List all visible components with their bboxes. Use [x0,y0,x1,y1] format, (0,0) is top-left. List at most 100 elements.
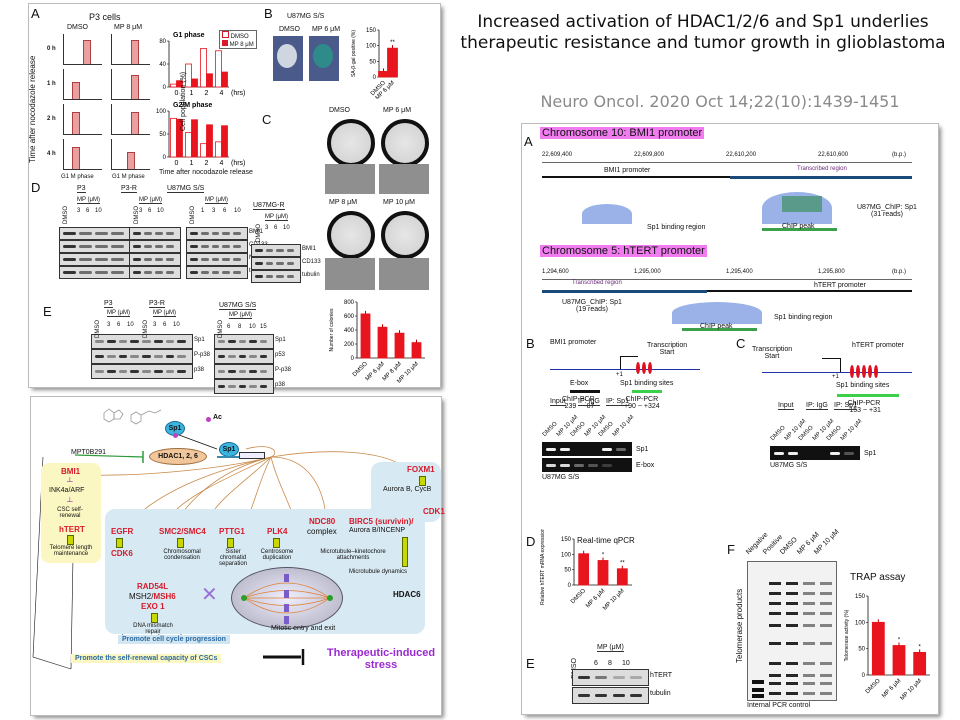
marker-label: tubulin [302,272,320,278]
histogram-peak [127,152,136,169]
histogram-peak [131,39,139,64]
blot-strip [251,257,301,270]
gel-band [769,674,781,677]
band [144,258,152,261]
y-tick-label: 0 [163,155,167,161]
band [233,258,241,261]
c-plus1: +1 [832,374,839,380]
gel-band [752,694,764,698]
band [190,271,198,274]
x-tick-label: MP 6 μM [881,678,902,699]
gel-band [803,662,815,665]
e-dose-6: 6 [594,660,598,667]
band [130,355,139,358]
gel-band [820,692,832,695]
reads-1 [782,196,822,212]
band [153,340,163,343]
e-marker-tubulin: tubulin [650,690,671,697]
d-group-p3: P3 [77,185,86,193]
band [166,271,174,274]
band [106,370,116,373]
bar [387,47,398,78]
arrow-icon [151,613,158,623]
x-tick-label: 0 [175,160,179,167]
marker-label: P-p38 [275,367,292,373]
bar [200,143,207,158]
blot-strip [251,270,301,283]
band [144,232,152,235]
trap-gel [747,561,837,701]
gel-band [786,642,798,645]
gel-band [546,464,556,467]
band [218,355,226,358]
gel-band [803,642,815,645]
band [238,355,247,358]
ip-group-label: IP: IgG [578,398,600,406]
band [211,245,220,248]
bar [215,141,222,158]
gel-band [769,612,781,615]
chip-coverage-1a [582,204,632,224]
band [95,245,108,248]
blot-strip [186,240,248,253]
marker-label: Sp1 [194,337,205,343]
marker-label: p38 [275,382,286,388]
promote-cell-cycle: Promote cell cycle progression [118,635,230,644]
band [228,385,236,388]
band [255,275,263,278]
b-col-dmso: DMSO [279,26,300,33]
inhibition-line [74,454,144,458]
band [166,232,174,235]
blot-strip [129,240,181,253]
band [95,258,108,261]
gene-smc: SMC2/SMC4 [159,527,206,536]
band [63,271,76,274]
blot-strip [59,253,131,266]
band [133,232,141,235]
gene-cdk6: CDK6 [111,549,133,558]
gel-band [786,582,798,585]
sp1-site-icon [874,365,878,378]
gene-egfr: EGFR [111,527,134,536]
gene-exo1: EXO 1 [141,602,165,611]
band [249,370,257,373]
arrow-icon [116,538,123,548]
band [106,340,116,343]
transcribed-label-2: Transcribed region [572,280,622,286]
band [276,275,284,278]
gel-band [769,582,781,585]
y-tick-label: 150 [366,28,377,34]
band [222,271,231,274]
x-axis-label: (hrs) [231,160,245,167]
gel-band [803,612,815,615]
gel-band [588,464,598,467]
arrow-icon [273,538,280,548]
dose-label: 6 [148,208,152,214]
gel-band [769,662,781,665]
blot-strip [59,266,131,279]
y-tick-label: 100 [156,109,167,115]
dose-label: 8 [238,324,242,330]
lane-label: DMSO [769,425,787,442]
blot-strip [186,253,248,266]
marker-label: BMI1 [249,229,264,235]
dose-label: 3 [153,322,157,328]
time-row-label: 2 h [47,116,56,122]
band [142,340,151,343]
figure-2-panel: A Chromosome 10: BMI1 promoter 22,609,40… [522,124,938,714]
dose-label: 3 [139,208,143,214]
histogram-peak [131,74,139,99]
band [155,271,163,274]
axis-tick-label: 1,295,400 [726,269,753,275]
fig2-panel-e-label: E [526,656,535,671]
chip2-label: U87MG_ChIP: Sp1(19 reads) [562,299,622,313]
gel-strip [542,442,632,456]
gel-band [820,682,832,685]
gel-band [602,464,612,467]
gel-band [769,642,781,645]
gel-band [820,624,832,627]
chip-peak-label-1: ChIP peak [782,223,815,230]
blot-strip [186,227,248,240]
legend-item-mp: MP 8 μM [222,40,254,48]
